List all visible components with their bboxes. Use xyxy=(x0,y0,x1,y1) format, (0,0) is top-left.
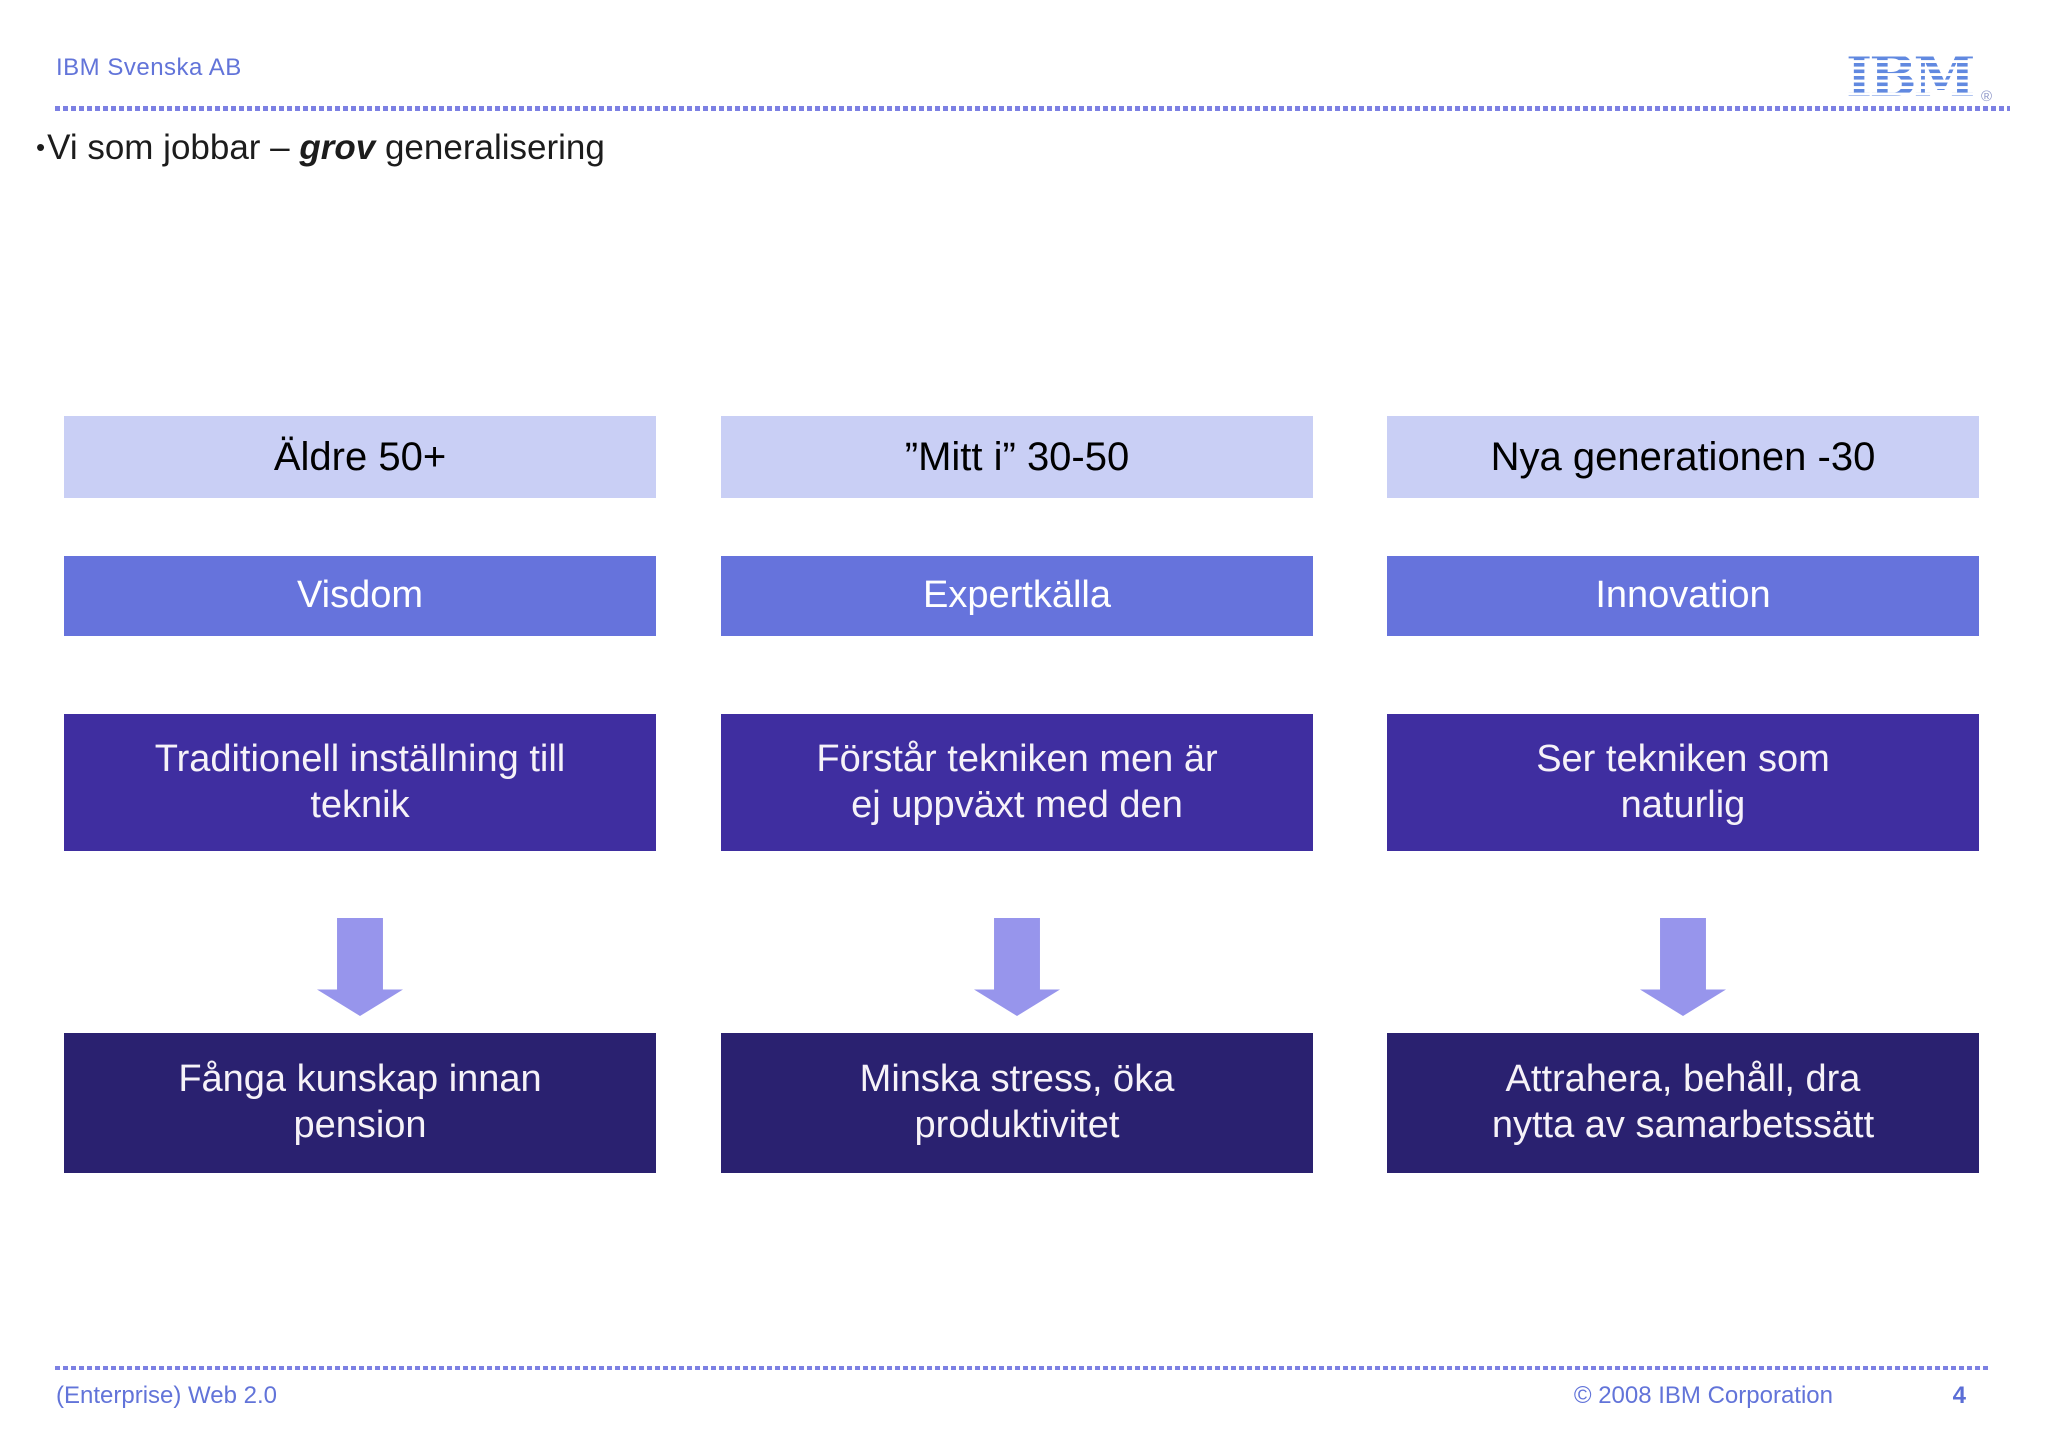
title-bullet: • xyxy=(36,132,46,162)
registered-trademark-icon: ® xyxy=(1980,88,1992,105)
header-divider xyxy=(55,106,2010,111)
footer-copyright: © 2008 IBM Corporation xyxy=(1573,1382,1833,1409)
generation-header-box: ”Mitt i” 30-50 xyxy=(721,416,1313,498)
footer-left-label: (Enterprise) Web 2.0 xyxy=(56,1382,277,1409)
title-prefix: Vi som jobbar – xyxy=(47,128,300,167)
title-suffix: generalisering xyxy=(375,128,605,167)
description-box: Förstår tekniken men är ej uppväxt med d… xyxy=(721,714,1313,851)
action-box: Fånga kunskap innan pension xyxy=(64,1033,656,1173)
company-label: IBM Svenska AB xyxy=(56,54,242,81)
description-box: Traditionell inställning till teknik xyxy=(64,714,656,851)
footer-divider xyxy=(55,1366,1988,1370)
trait-box: Visdom xyxy=(64,556,656,636)
down-arrow-icon xyxy=(317,918,403,1016)
ibm-logo: IBM xyxy=(1844,50,1976,102)
trait-box: Innovation xyxy=(1387,556,1979,636)
action-box: Attrahera, behåll, dra nytta av samarbet… xyxy=(1387,1033,1979,1173)
ibm-logo-stripes xyxy=(1844,53,1976,96)
description-box: Ser tekniken som naturlig xyxy=(1387,714,1979,851)
generation-header-box: Äldre 50+ xyxy=(64,416,656,498)
generation-header-box: Nya generationen -30 xyxy=(1387,416,1979,498)
title-emphasis: grov xyxy=(299,128,376,167)
page-title: •Vi som jobbar – grov generalisering xyxy=(36,128,605,168)
footer-page-number: 4 xyxy=(1952,1382,1966,1409)
trait-box: Expertkälla xyxy=(721,556,1313,636)
down-arrow-icon xyxy=(1640,918,1726,1016)
generation-column-mitt-i: ”Mitt i” 30-50 Expertkälla Förstår tekni… xyxy=(721,416,1313,1173)
down-arrow-icon xyxy=(974,918,1060,1016)
action-box: Minska stress, öka produktivitet xyxy=(721,1033,1313,1173)
generation-column-aldre: Äldre 50+ Visdom Traditionell inställnin… xyxy=(64,416,656,1173)
generation-column-nya-generationen: Nya generationen -30 Innovation Ser tekn… xyxy=(1387,416,1979,1173)
